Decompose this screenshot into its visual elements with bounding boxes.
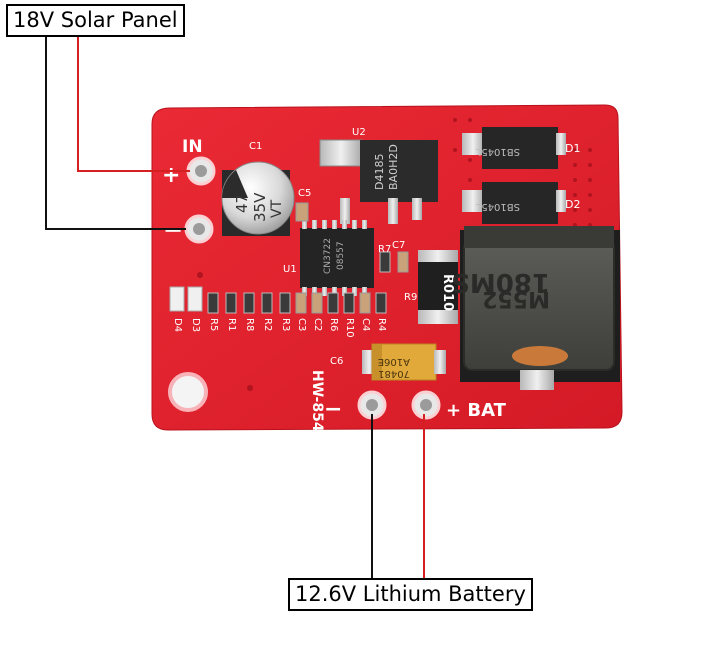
capacitor-marking-value: 47 <box>233 194 251 213</box>
solar-panel-label: 18V Solar Panel <box>6 4 185 37</box>
silk-ref-r3: R3 <box>280 318 291 331</box>
tantalum-capacitor <box>371 343 437 381</box>
smd-component-row <box>169 286 387 314</box>
silk-ref-r8: R8 <box>244 318 255 331</box>
c7-capacitor <box>397 251 409 273</box>
silk-ref-d3: D3 <box>190 318 201 332</box>
silk-c5: C5 <box>298 188 311 199</box>
tantalum-marking-2: 70481 <box>378 368 410 379</box>
diode-d2 <box>482 182 558 224</box>
silk-bat-plus: + BAT <box>446 400 507 421</box>
capacitor-marking-voltage: 35V <box>251 192 269 222</box>
silk-ref-r2: R2 <box>262 318 273 331</box>
inductor-marking-1: 180MS <box>451 267 550 297</box>
diode-d1 <box>482 127 558 169</box>
silk-ref-c3: C3 <box>296 318 307 331</box>
solar-red-wire <box>77 32 190 172</box>
silk-c1: C1 <box>249 141 262 152</box>
silk-d1: D1 <box>565 142 580 155</box>
silk-u2: U2 <box>352 127 366 138</box>
silk-ref-r10: R10 <box>344 318 355 338</box>
inductor-marking-2: M552 <box>482 286 550 311</box>
silk-in-label: IN <box>182 137 203 157</box>
silk-r9: R9 <box>404 292 417 303</box>
solar-black-wire <box>45 32 186 230</box>
u2-marking-2: BA0H2D <box>387 144 400 190</box>
silk-r7: R7 <box>378 244 391 255</box>
r9-resistor <box>418 262 458 312</box>
silk-c6: C6 <box>330 356 343 367</box>
capacitor-marking-series: VT <box>269 199 285 218</box>
silk-ref-r6: R6 <box>328 318 339 331</box>
u2-marking-1: D4185 <box>373 154 386 190</box>
u1-chip <box>300 220 374 296</box>
silk-ref-c2: C2 <box>312 318 323 331</box>
r7-resistor <box>379 251 391 273</box>
silk-d2: D2 <box>565 198 580 211</box>
silk-c7: C7 <box>392 240 405 251</box>
u1-marking-1: CN3722 <box>323 238 333 274</box>
u1-marking-2: 08557 <box>336 241 346 270</box>
silk-model: HW-854 <box>309 370 325 432</box>
silk-ref-d4: D4 <box>172 318 183 332</box>
silk-ref-r4: R4 <box>376 318 387 331</box>
silk-plus-label: + <box>162 163 180 188</box>
r9-marking: R010 <box>440 274 455 311</box>
d1-marking: SB1045L <box>475 146 520 157</box>
silk-u1: U1 <box>283 264 297 275</box>
u2-chip <box>360 140 438 202</box>
silk-ref-r1: R1 <box>226 318 237 331</box>
mounting-hole <box>168 372 208 412</box>
tantalum-marking-1: A106E <box>378 356 410 367</box>
silk-bat-minus: − <box>324 397 342 422</box>
silk-ref-c4: C4 <box>360 318 371 331</box>
c5-capacitor <box>295 202 309 222</box>
d2-marking: SB1045L <box>475 201 520 212</box>
silk-ref-r5: R5 <box>208 318 219 331</box>
lithium-battery-label: 12.6V Lithium Battery <box>288 578 533 611</box>
